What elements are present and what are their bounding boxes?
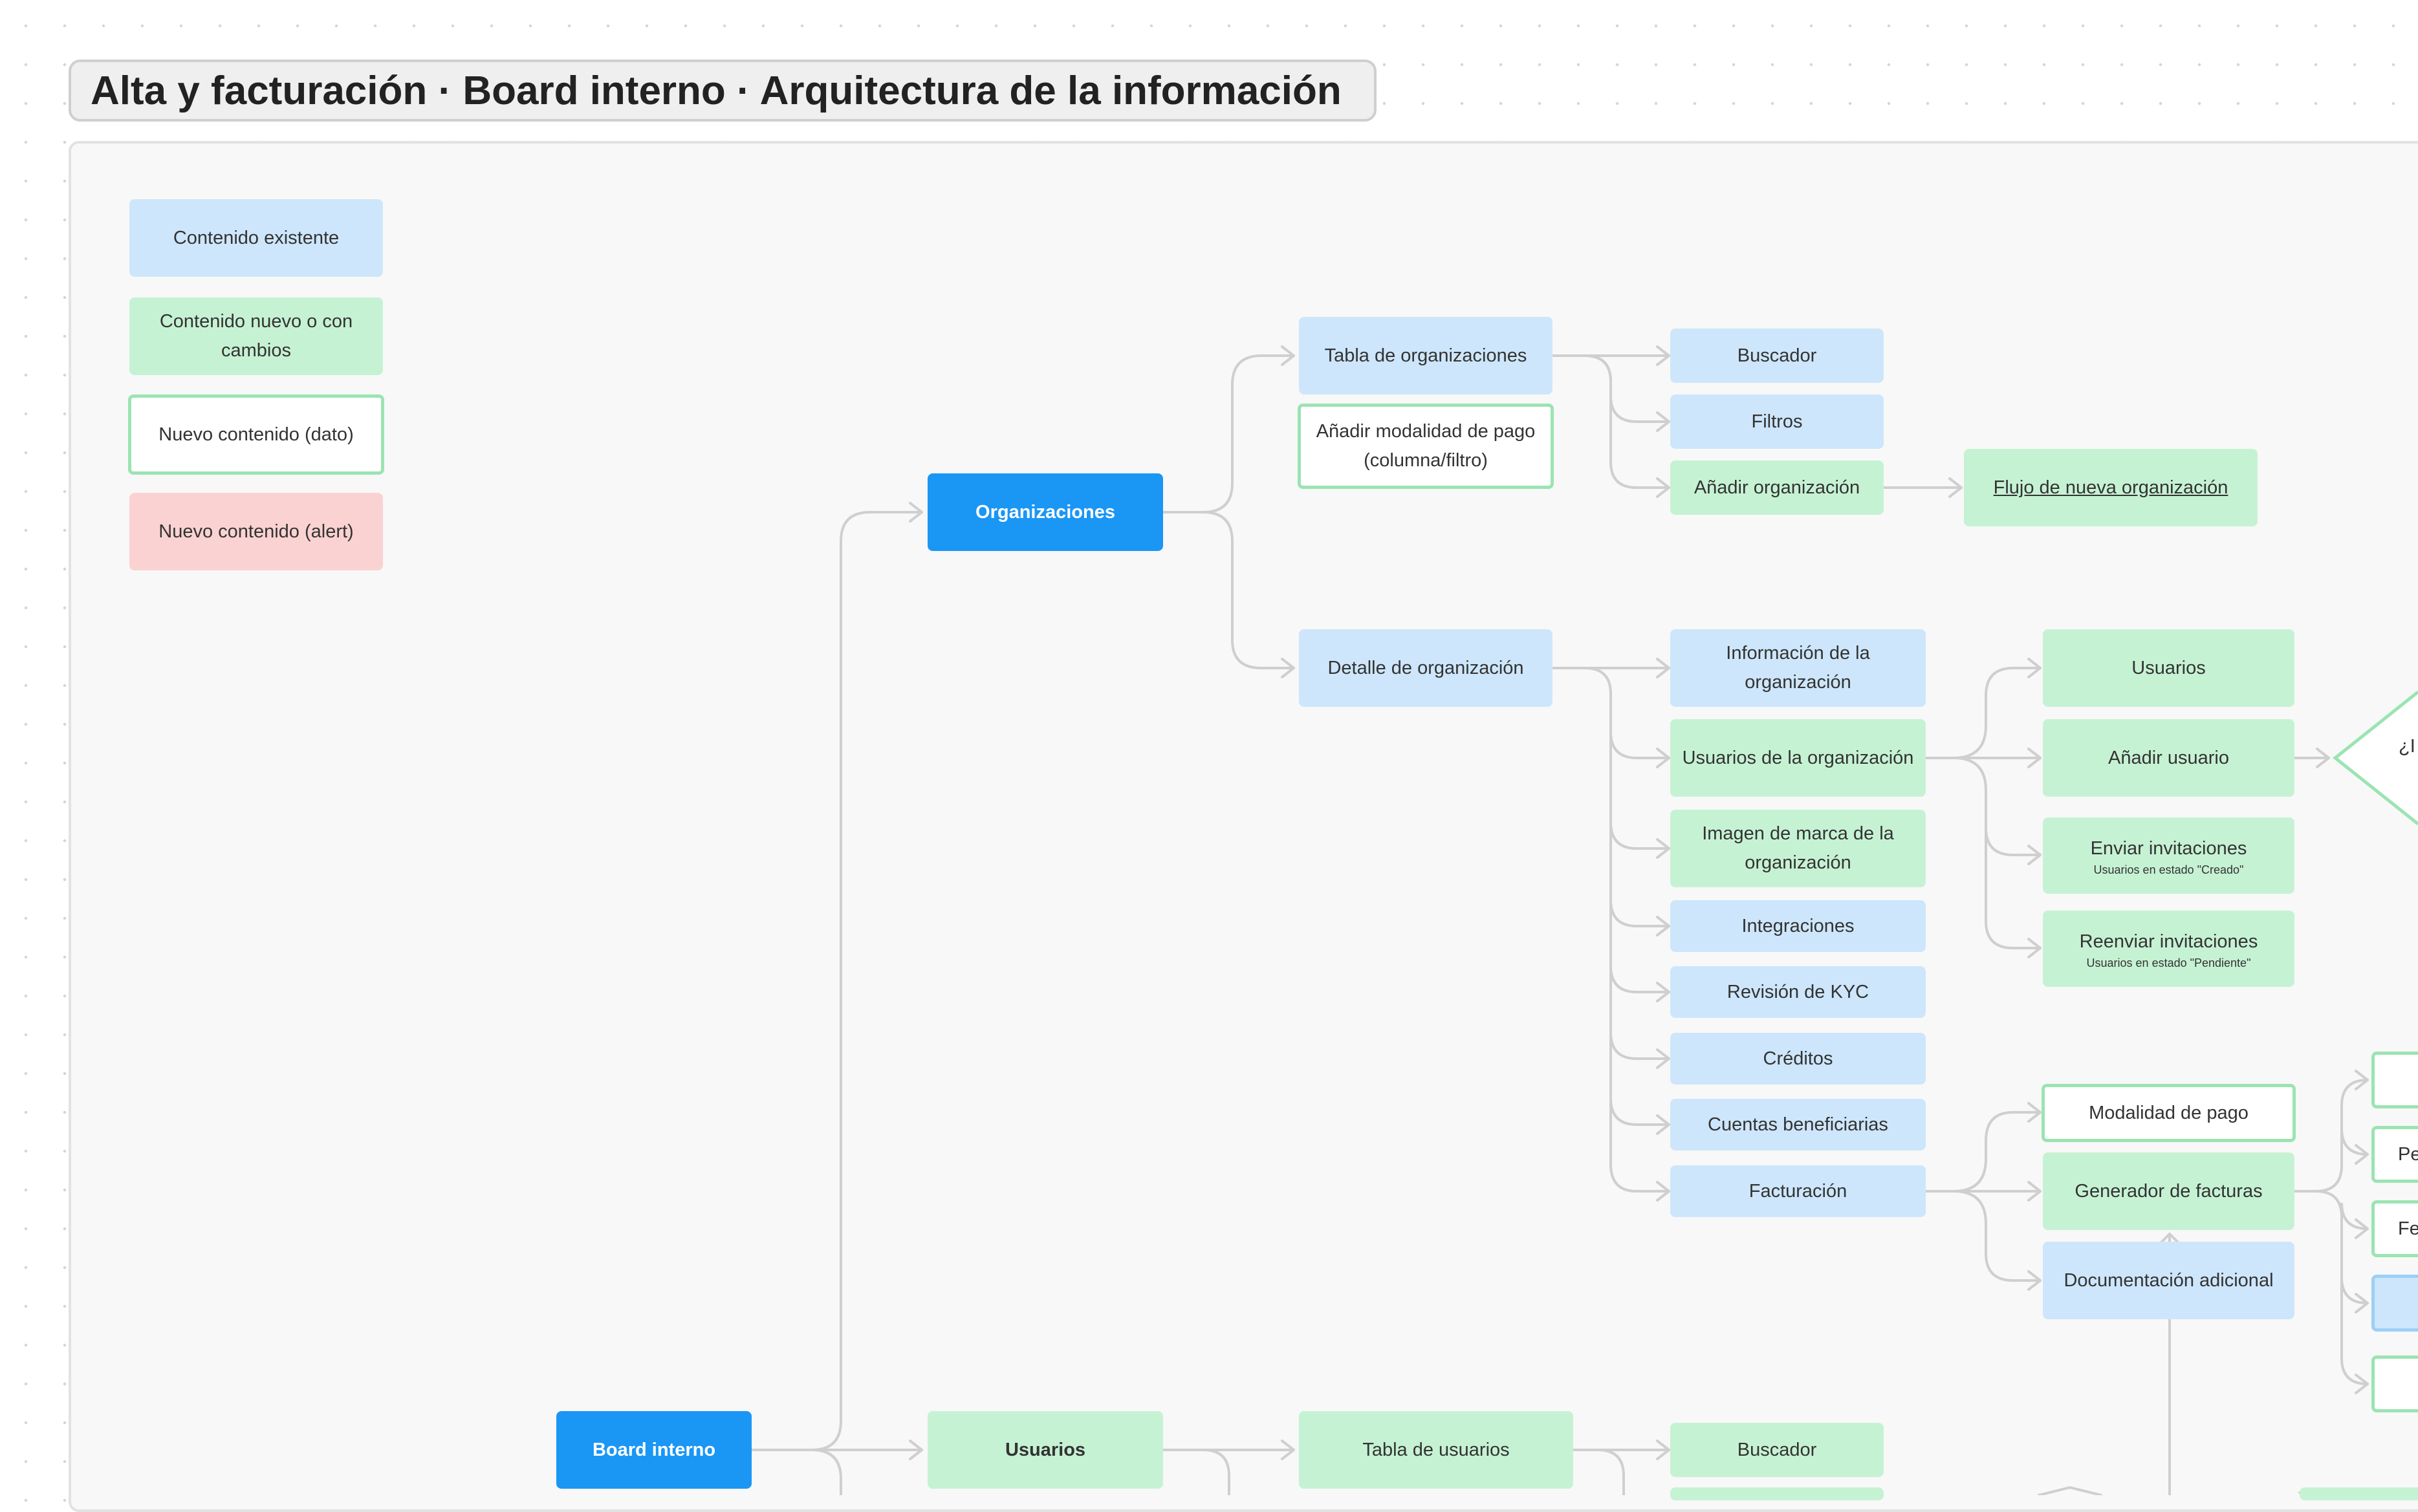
node-usuarios-organizacion[interactable]: Usuarios de la organización [1670, 719, 1926, 797]
node-enviar-invitaciones[interactable]: Enviar invitaciones Usuarios en estado "… [2043, 817, 2294, 894]
node-reenviar-invitaciones[interactable]: Reenviar invitaciones Usuarios en estado… [2043, 911, 2294, 987]
node-partial-4[interactable] [2371, 1275, 2418, 1332]
node-flujo-nueva-organizacion[interactable]: Flujo de nueva organización [1964, 449, 2258, 526]
node-cuentas-beneficiarias[interactable]: Cuentas beneficiarias [1670, 1099, 1926, 1150]
partial-fe-label: Fe [2398, 1218, 2418, 1239]
node-filtros[interactable]: Filtros [1670, 394, 1884, 449]
node-organizaciones[interactable]: Organizaciones [928, 473, 1163, 551]
legend-new-or-changed: Contenido nuevo o con cambios [129, 297, 383, 375]
node-anadir-usuario[interactable]: Añadir usuario [2043, 719, 2294, 797]
node-partial-fe[interactable]: Fe [2371, 1200, 2418, 1257]
node-anadir-modalidad-pago[interactable]: Añadir modalidad de pago (columna/filtro… [1298, 404, 1554, 489]
node-partial-bottom-right[interactable] [2300, 1487, 2418, 1500]
node-facturacion[interactable]: Facturación [1670, 1165, 1926, 1217]
reenviar-invitaciones-note: Usuarios en estado "Pendiente" [2086, 956, 2251, 969]
node-modalidad-pago[interactable]: Modalidad de pago [2042, 1084, 2296, 1142]
node-informacion-organizacion[interactable]: Información de la organización [1670, 629, 1926, 707]
node-usuarios-root[interactable]: Usuarios [928, 1411, 1163, 1489]
legend-existing: Contenido existente [129, 199, 383, 277]
decision-diamond [2332, 691, 2418, 825]
node-tabla-organizaciones[interactable]: Tabla de organizaciones [1299, 317, 1552, 394]
node-buscador-usuarios[interactable]: Buscador [1670, 1423, 1884, 1477]
node-imagen-marca[interactable]: Imagen de marca de la organización [1670, 810, 1926, 887]
node-detalle-organizacion[interactable]: Detalle de organización [1299, 629, 1552, 707]
node-buscador-organizaciones[interactable]: Buscador [1670, 329, 1884, 383]
reenviar-invitaciones-label: Reenviar invitaciones [2079, 931, 2258, 952]
node-revision-kyc[interactable]: Revisión de KYC [1670, 966, 1926, 1018]
partial-pe-label: Pe [2398, 1143, 2418, 1165]
node-usuarios[interactable]: Usuarios [2043, 629, 2294, 707]
page-title: Alta y facturación · Board interno · Arq… [69, 59, 1377, 122]
node-generador-facturas[interactable]: Generador de facturas [2043, 1152, 2294, 1230]
node-board-interno[interactable]: Board interno [556, 1411, 752, 1489]
legend-new-alert: Nuevo contenido (alert) [129, 493, 383, 570]
enviar-invitaciones-label: Enviar invitaciones [2090, 837, 2247, 859]
node-tabla-usuarios[interactable]: Tabla de usuarios [1299, 1411, 1573, 1489]
node-diamond-label-partial: ¿I [2399, 736, 2415, 757]
enviar-invitaciones-note: Usuarios en estado "Creado" [2093, 863, 2244, 876]
node-partial-bottom[interactable] [1670, 1487, 1884, 1500]
node-partial-5[interactable] [2371, 1355, 2418, 1412]
diagram-board [69, 141, 2418, 1512]
node-documentacion-adicional[interactable]: Documentación adicional [2043, 1242, 2294, 1319]
node-anadir-organizacion[interactable]: Añadir organización [1670, 460, 1884, 515]
node-creditos[interactable]: Créditos [1670, 1033, 1926, 1085]
node-partial-pe[interactable]: Pe [2371, 1126, 2418, 1183]
legend-new-data: Nuevo contenido (dato) [128, 394, 384, 475]
node-integraciones[interactable]: Integraciones [1670, 900, 1926, 952]
node-partial-1[interactable] [2371, 1052, 2418, 1108]
